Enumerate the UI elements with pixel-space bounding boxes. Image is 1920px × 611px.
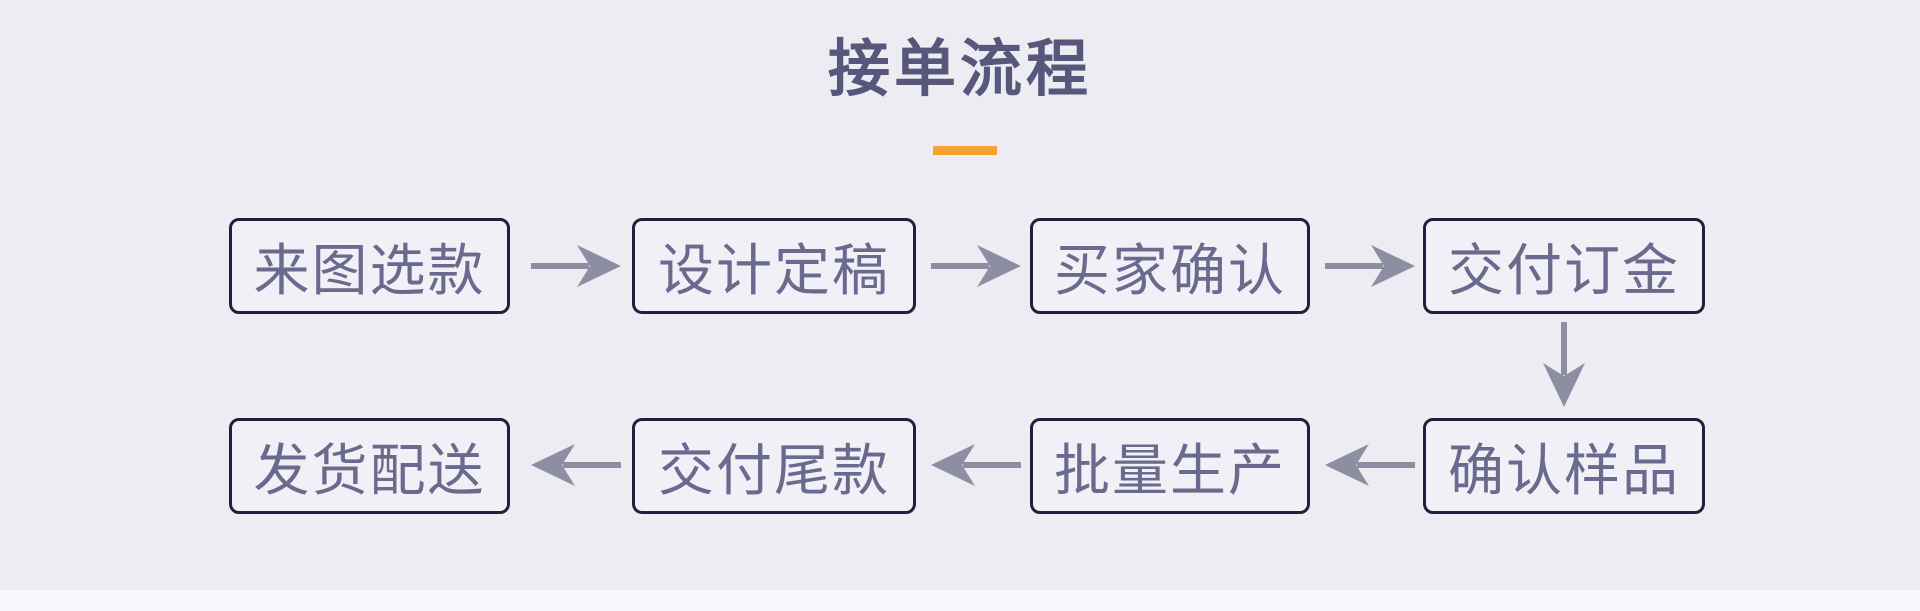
flow-step-6-label: 批量生产: [1054, 438, 1286, 504]
flow-step-4: 交付订金: [1423, 218, 1705, 314]
flow-step-3: 买家确认: [1030, 218, 1310, 314]
arrow-left-icon: [531, 443, 621, 487]
flow-step-4-label: 交付订金: [1448, 238, 1680, 304]
arrow-down-icon: [1542, 322, 1586, 407]
flow-step-3-label: 买家确认: [1054, 238, 1286, 304]
flow-step-2: 设计定稿: [632, 218, 916, 314]
flow-step-7-label: 交付尾款: [658, 438, 890, 504]
arrow-left-icon: [1325, 443, 1415, 487]
arrow-right-icon: [531, 244, 621, 288]
flow-step-8-label: 发货配送: [253, 438, 486, 504]
flow-step-6: 批量生产: [1030, 418, 1310, 514]
flow-step-7: 交付尾款: [632, 418, 916, 514]
arrow-right-icon: [931, 244, 1021, 288]
page-title: 接单流程: [827, 32, 1092, 105]
flow-step-2-label: 设计定稿: [658, 238, 890, 304]
arrow-left-icon: [931, 443, 1021, 487]
arrow-right-icon: [1325, 244, 1415, 288]
title-accent-bar: [933, 146, 997, 155]
section-bottom-strip: [0, 590, 1920, 611]
flow-step-1-label: 来图选款: [253, 238, 486, 304]
flow-step-1: 来图选款: [229, 218, 510, 314]
flow-step-5-label: 确认样品: [1448, 438, 1680, 504]
flow-step-5: 确认样品: [1423, 418, 1705, 514]
flow-step-8: 发货配送: [229, 418, 510, 514]
